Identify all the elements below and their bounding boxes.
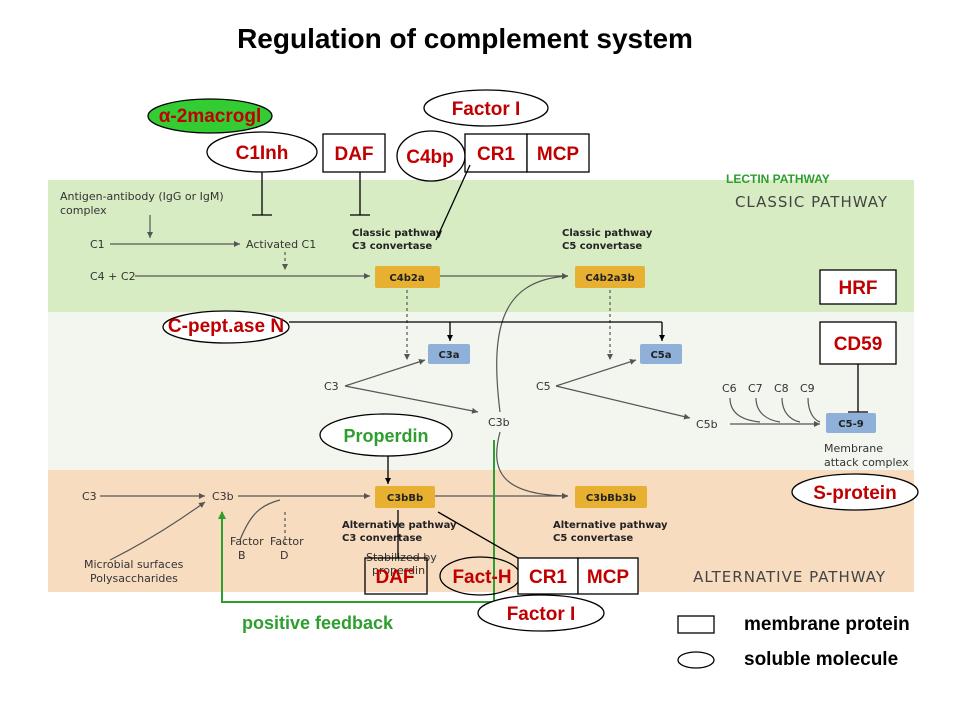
mcp-top-label: MCP (537, 144, 580, 165)
c3bbb3b-node (575, 486, 647, 508)
stabilized-label2: properdin (372, 564, 425, 577)
alpha2-macroglobulin-oval (147, 98, 273, 134)
alt-c3-convertase-label1: Alternative pathway (342, 520, 457, 531)
c3b-alt-label: C3b (212, 490, 234, 503)
c5-9-label: C5-9 (838, 419, 863, 430)
c7-label: C7 (748, 382, 763, 395)
daf-top-box (322, 133, 386, 173)
c9-label: C9 (800, 382, 815, 395)
legend: membrane protein soluble molecule (677, 614, 910, 670)
c3a-label: C3a (438, 350, 459, 361)
factor-i-bottom-label: Factor I (507, 604, 576, 625)
mcp-bottom-box (577, 557, 639, 595)
factor-i-top-oval (423, 89, 549, 127)
page-title: Regulation of complement system (237, 23, 693, 54)
cr1-top-label: CR1 (477, 144, 515, 165)
alt-c5-convertase-label2: C5 convertase (553, 533, 633, 544)
c1inh-label: C1Inh (236, 143, 289, 164)
classic-pathway-band (48, 180, 914, 312)
legend-membrane-swatch (677, 615, 715, 634)
c-peptidase-n-oval (162, 310, 290, 344)
c-peptidase-n-label: C-pept.ase N (168, 316, 284, 337)
hrf-box (819, 269, 897, 305)
positive-feedback-line (218, 440, 495, 603)
c4b2a3b-node (575, 266, 645, 288)
factor-i-bottom-oval (477, 594, 605, 632)
classic-c3-convertase-label2: C3 convertase (352, 241, 432, 252)
antigen-label-line2: complex (60, 204, 107, 217)
factor-i-top-label: Factor I (452, 99, 521, 120)
classic-c3-convertase-label1: Classic pathway (352, 228, 443, 239)
pathway-figure: Antigen-antibody (IgG or IgM) complex CL… (48, 180, 914, 592)
alt-c3-convertase-label2: C3 convertase (342, 533, 422, 544)
cr1-to-c3-convertase-line (435, 164, 471, 241)
c4-c2-label: C4 + C2 (90, 270, 136, 283)
c5-label: C5 (536, 380, 551, 393)
classic-pathway-label: CLASSIC PATHWAY (735, 193, 888, 211)
daf-bottom-label: DAF (375, 567, 414, 588)
alt-c5-convertase-label1: Alternative pathway (553, 520, 668, 531)
classic-c5-convertase-label2: C5 convertase (562, 241, 642, 252)
c5a-label: C5a (650, 350, 671, 361)
legend-membrane-label: membrane protein (744, 614, 910, 635)
classic-c5-convertase-label1: Classic pathway (562, 228, 653, 239)
factor-b-label2: B (238, 549, 246, 562)
daf-bottom-box (364, 557, 428, 595)
c4bp-label: C4bp (406, 147, 454, 168)
hrf-label: HRF (838, 278, 877, 299)
cr1-bottom-label: CR1 (529, 567, 567, 588)
c5b-label: C5b (696, 418, 718, 431)
c3b-middle-label: C3b (488, 416, 510, 429)
c4b2a-node (375, 266, 440, 288)
cd59-box (819, 321, 897, 365)
properdin-label: Properdin (343, 426, 428, 446)
s-protein-oval (791, 473, 919, 511)
factor-d-label2: D (280, 549, 288, 562)
microbial-label2: Polysaccharides (90, 572, 178, 585)
c1-label: C1 (90, 238, 105, 251)
c6-label: C6 (722, 382, 737, 395)
lectin-pathway-label: LECTIN PATHWAY (726, 172, 830, 186)
c5a-node (640, 344, 682, 364)
mac-label-line1: Membrane (824, 442, 883, 455)
factor-b-label1: Factor (230, 535, 264, 548)
positive-feedback-label: positive feedback (242, 613, 394, 633)
microbial-label1: Microbial surfaces (84, 558, 184, 571)
cd59-label: CD59 (834, 334, 883, 355)
mcp-top-box (526, 133, 590, 173)
c3-label: C3 (324, 380, 339, 393)
c3bbb-node (375, 486, 435, 508)
c3-alt-label: C3 (82, 490, 97, 503)
antigen-label-line1: Antigen-antibody (IgG or IgM) (60, 190, 224, 203)
c8-label: C8 (774, 382, 789, 395)
activated-c1-label: Activated C1 (246, 238, 316, 251)
factor-d-label1: Factor (270, 535, 304, 548)
alpha2-macroglobulin-label: α-2macrogl (159, 106, 262, 127)
mcp-bottom-label: MCP (587, 567, 630, 588)
cr1-bottom-box (517, 557, 579, 595)
c4b2a3b-label: C4b2a3b (585, 273, 634, 284)
daf-top-label: DAF (334, 144, 373, 165)
alternative-pathway-band (48, 470, 914, 592)
alternative-pathway-label: ALTERNATIVE PATHWAY (693, 568, 886, 586)
mac-label-line2: attack complex (824, 456, 909, 469)
fact-h-label: Fact-H (452, 567, 511, 588)
c3bbb3b-label: C3bBb3b (586, 493, 636, 504)
c5-9-node (826, 413, 876, 433)
s-protein-label: S-protein (813, 483, 896, 504)
properdin-oval (319, 413, 453, 457)
c3bbb-label: C3bBb (387, 493, 423, 504)
c3a-node (428, 344, 470, 364)
c4b2a-label: C4b2a (389, 273, 424, 284)
legend-soluble-swatch (677, 651, 715, 669)
legend-soluble-label: soluble molecule (744, 649, 898, 670)
cr1-top-box (464, 133, 528, 173)
